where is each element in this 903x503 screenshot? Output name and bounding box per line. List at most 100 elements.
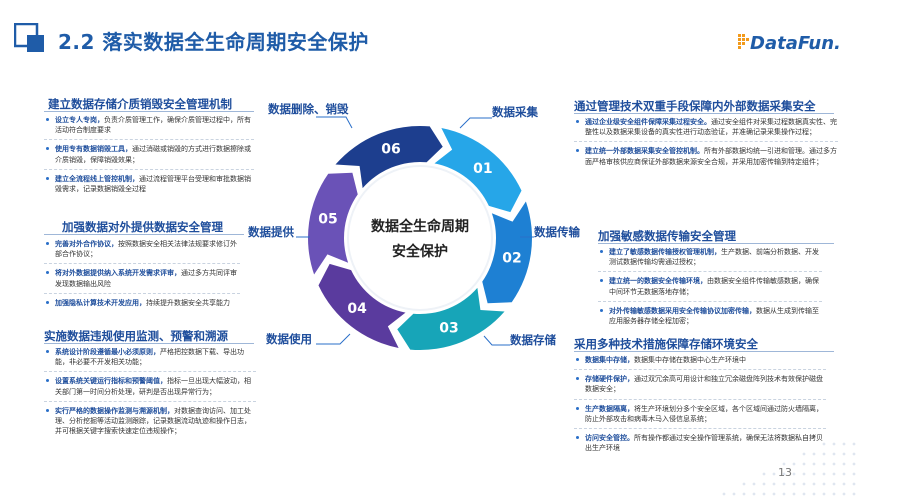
center-title-line2: 安全保护: [392, 243, 448, 260]
logo-text: DataFun.: [750, 33, 841, 54]
decorative-dot: [842, 462, 846, 466]
collect-item-1: 通过企业级安全组件保障采集过程安全。通过安全组件对采集过程数据真实性、完整性以及…: [574, 117, 838, 137]
collect-item-2: 建立统一外部数据采集安全管控机制。所有外部数据均统一引进和管理。通过多方面严格审…: [574, 141, 838, 166]
collect-rule: [574, 113, 834, 114]
stage-label-storage: 数据存储: [510, 333, 556, 347]
decorative-dot: [802, 462, 806, 466]
decorative-dot: [842, 482, 846, 486]
collect-list: 通过企业级安全组件保障采集过程安全。通过安全组件对采集过程数据真实性、完整性以及…: [574, 117, 838, 171]
storage-item-2: 存储硬件保护，通过双冗余高可用设计和独立冗余磁盘阵列技术有效保护磁盘数据安全；: [574, 369, 826, 394]
destroy-item-1: 设立专人专岗，负责介质管理工作，确保介质管理过程中，所有活动符合制度要求: [44, 115, 254, 135]
transfer-rule: [598, 243, 834, 244]
decorative-dot: [802, 472, 806, 476]
transfer-item-2: 建立统一的数据安全传输环境，由数据安全组件传输敏感数据，确保中间环节无数据落地存…: [598, 271, 822, 296]
decorative-dot: [762, 492, 766, 496]
wheel-segment-01: [434, 128, 522, 213]
lifecycle-wheel: 01 02 03 04 05 06 数据全生命周期 安全保护: [308, 126, 532, 350]
decorative-dot: [812, 492, 816, 496]
stage-label-collect: 数据采集: [492, 105, 538, 119]
transfer-list: 建立了敏感数据传输授权管理机制，生产数据、前端分析数据、开发测试数据传输均需通过…: [598, 247, 822, 330]
storage-item-4: 访问安全管控。所有操作都通过安全操作管理系统，确保无法将数据私自拷贝出生产环境: [574, 428, 826, 453]
destroy-item-2: 使用专有数据销毁工具，通过消磁或销毁的方式进行数据擦除或介质销毁，保障销毁效果；: [44, 139, 254, 164]
decorative-dot: [772, 472, 776, 476]
stage-label-usage: 数据使用: [266, 332, 312, 346]
decorative-dot: [792, 462, 796, 466]
decorative-dot: [722, 492, 726, 496]
decorative-dot: [852, 462, 856, 466]
decorative-dot: [762, 482, 766, 486]
storage-list: 数据集中存储，数据集中存储在数据中心生产环境中 存储硬件保护，通过双冗余高可用设…: [574, 355, 826, 457]
wheel-segment-number-02: 02: [502, 251, 521, 267]
decorative-dot: [792, 492, 796, 496]
decorative-dot: [782, 492, 786, 496]
wheel-segment-number-06: 06: [381, 142, 400, 158]
decorative-dot: [742, 492, 746, 496]
page-number: 13: [778, 466, 792, 479]
decorative-dot: [802, 492, 806, 496]
stage-label-destroy: 数据删除、销毁: [268, 102, 349, 116]
storage-item-1: 数据集中存储，数据集中存储在数据中心生产环境中: [574, 355, 826, 365]
decorative-dot: [812, 472, 816, 476]
usage-item-2: 设置系统关键运行指标和预警阈值，指标一旦出现大幅波动，相关部门第一时间分析处理，…: [44, 371, 256, 396]
decorative-dot: [822, 442, 826, 446]
wheel-segment-05: [308, 172, 358, 275]
decorative-dot: [822, 472, 826, 476]
decorative-dot: [792, 482, 796, 486]
center-title-line1: 数据全生命周期: [371, 218, 469, 235]
usage-item-3: 实行严格的数据操作监测与溯源机制，对数据查询访问、加工处理、分析挖掘等活动监测跟…: [44, 400, 256, 437]
decorative-dot: [732, 492, 736, 496]
storage-item-3: 生产数据隔离，将生产环境划分多个安全区域，各个区域间通过防火墙隔离，防止外部攻击…: [574, 398, 826, 424]
provide-section-title: 加强数据对外提供数据安全管理: [62, 220, 223, 234]
destroy-section-title: 建立数据存储介质销毁安全管理机制: [48, 97, 232, 111]
wheel-segment-04: [318, 263, 406, 348]
decorative-dot: [822, 462, 826, 466]
decorative-dot: [832, 462, 836, 466]
decorative-dot: [832, 442, 836, 446]
decorative-dot: [852, 472, 856, 476]
decorative-dot: [822, 452, 826, 456]
provide-list: 完善对外合作协议，按照数据安全相关法律法规要求修订外部合作协议； 将对外数据提供…: [44, 239, 240, 312]
decorative-dot: [752, 492, 756, 496]
transfer-item-3: 对外传输敏感数据采用安全传输协议加密传输，数据从生成到传输至应用服务器存储全程加…: [598, 300, 822, 326]
provide-item-1: 完善对外合作协议，按照数据安全相关法律法规要求修订外部合作协议；: [44, 239, 240, 259]
datafun-logo: DataFun.: [738, 33, 841, 54]
collect-section-title: 通过管理技术双重手段保障内外部数据采集安全: [574, 99, 816, 113]
decorative-dot: [782, 472, 786, 476]
decorative-dot: [762, 472, 766, 476]
provide-item-3: 加强隐私计算技术开发应用，持续提升数据安全共享能力: [44, 292, 240, 308]
decorative-dot: [782, 462, 786, 466]
decorative-dot: [832, 452, 836, 456]
decorative-dot: [812, 452, 816, 456]
destroy-item-3: 建立全流程线上管控机制，通过流程管理平台受理和审批数据销毁需求，记录数据销毁全过…: [44, 168, 254, 194]
decorative-dot: [852, 492, 856, 496]
decorative-dot: [772, 482, 776, 486]
decorative-dot: [792, 472, 796, 476]
page-title: 2.2 落实数据全生命周期安全保护: [58, 30, 369, 54]
decorative-dot: [852, 442, 856, 446]
provide-item-2: 将对外数据提供纳入系统开发需求评审，通过多方共同评审发现数据输出风险: [44, 263, 240, 288]
usage-section-title: 实施数据违规使用监测、预警和溯源: [44, 329, 228, 343]
decorative-dot: [822, 482, 826, 486]
decorative-dots: [722, 442, 856, 496]
decorative-dot: [812, 482, 816, 486]
decorative-dot: [812, 462, 816, 466]
usage-list: 系统设计阶段遵循最小必须原则，严格把控数据下载、导出功能，非必要不开发相关功能；…: [44, 347, 256, 440]
stage-label-provide: 数据提供: [248, 225, 294, 239]
wheel-segment-number-04: 04: [347, 301, 367, 317]
decorative-dot: [852, 452, 856, 456]
transfer-section-title: 加强敏感数据传输安全管理: [598, 229, 736, 243]
decorative-dot: [842, 472, 846, 476]
usage-rule: [44, 343, 254, 344]
wheel-segment-number-05: 05: [318, 211, 337, 227]
wheel-segment-02: [482, 201, 532, 304]
wheel-segment-number-03: 03: [439, 320, 458, 336]
wheel-segment-number-01: 01: [473, 161, 492, 177]
decorative-dot: [842, 492, 846, 496]
storage-rule: [574, 351, 834, 352]
title-square-icon: [14, 23, 44, 52]
transfer-item-1: 建立了敏感数据传输授权管理机制，生产数据、前端分析数据、开发测试数据传输均需通过…: [598, 247, 822, 267]
decorative-dot: [822, 492, 826, 496]
decorative-dot: [842, 442, 846, 446]
wheel-segment-06: [335, 126, 443, 189]
decorative-dot: [802, 482, 806, 486]
